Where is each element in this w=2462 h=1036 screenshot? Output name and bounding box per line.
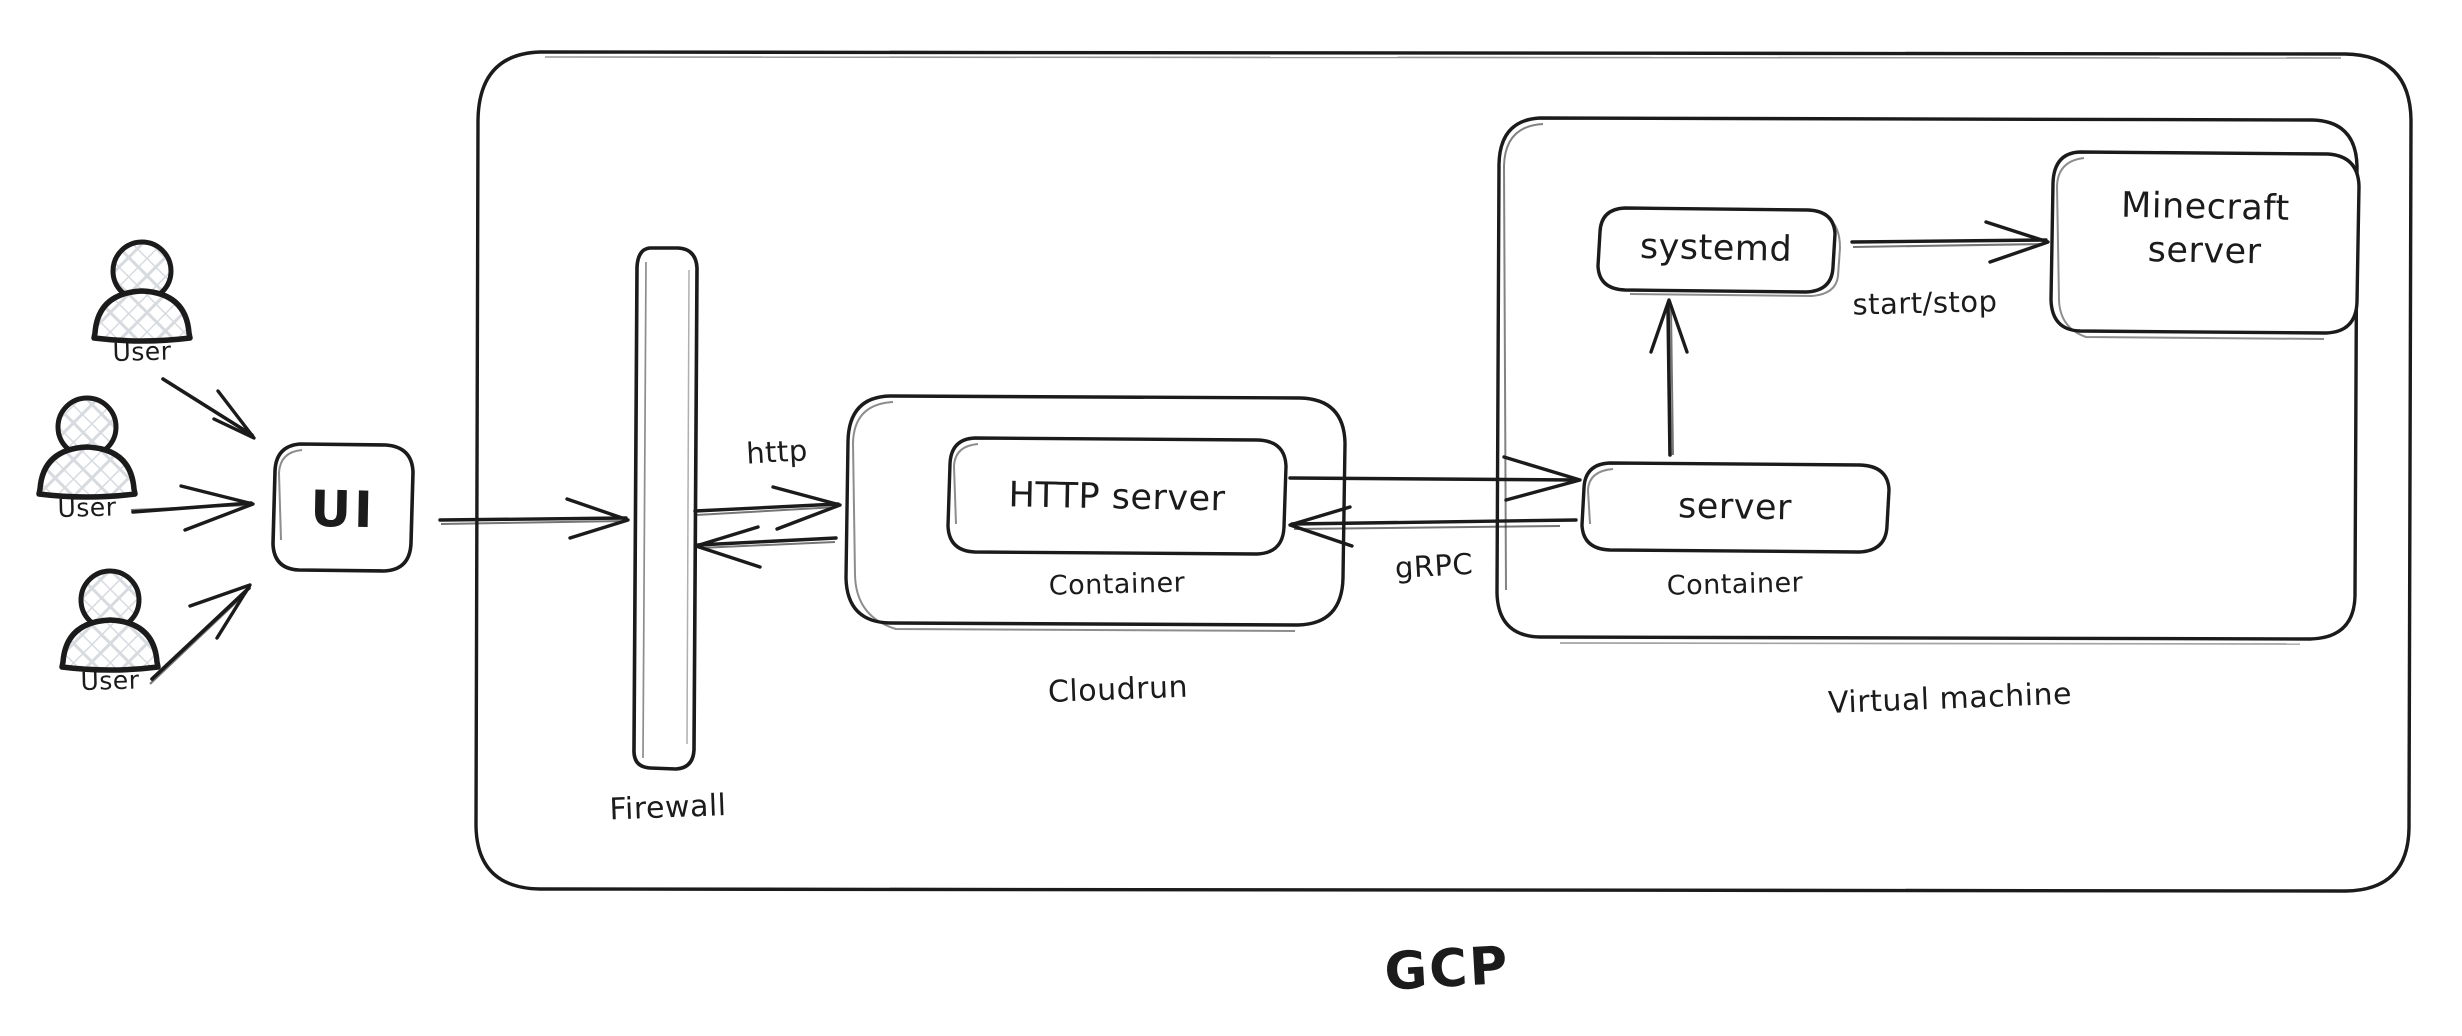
minecraft-server-box-shape[interactable] bbox=[2049, 150, 2361, 340]
arrow-server-to-httpserver-grpc bbox=[1288, 505, 1578, 548]
gcp-boundary bbox=[474, 50, 2413, 893]
arrow-systemd-to-minecraft bbox=[1850, 220, 2050, 264]
arrow-httpserver-to-server-grpc bbox=[1288, 455, 1582, 502]
server-box-shape[interactable] bbox=[1580, 461, 1891, 554]
arrow-server-to-systemd bbox=[1649, 298, 1689, 457]
http-server-box-shape[interactable] bbox=[946, 436, 1288, 556]
firewall-shape bbox=[632, 246, 699, 771]
user-icon-2 bbox=[36, 395, 138, 500]
arrow-user1-to-ui bbox=[161, 377, 256, 440]
arrow-cloudrun-to-firewall-http bbox=[694, 525, 838, 569]
cloudrun-boundary bbox=[844, 394, 1347, 632]
arrow-user3-to-ui bbox=[149, 583, 252, 685]
virtual-machine-boundary bbox=[1495, 116, 2359, 645]
arrow-ui-to-firewall bbox=[438, 497, 630, 540]
arrow-firewall-to-cloudrun-http bbox=[693, 485, 842, 531]
ui-box-shape[interactable] bbox=[271, 442, 415, 573]
systemd-box-shape[interactable] bbox=[1596, 206, 1842, 298]
arrow-user2-to-ui bbox=[130, 484, 255, 532]
user-icon-3 bbox=[59, 568, 161, 673]
user-icon-1 bbox=[91, 239, 193, 344]
